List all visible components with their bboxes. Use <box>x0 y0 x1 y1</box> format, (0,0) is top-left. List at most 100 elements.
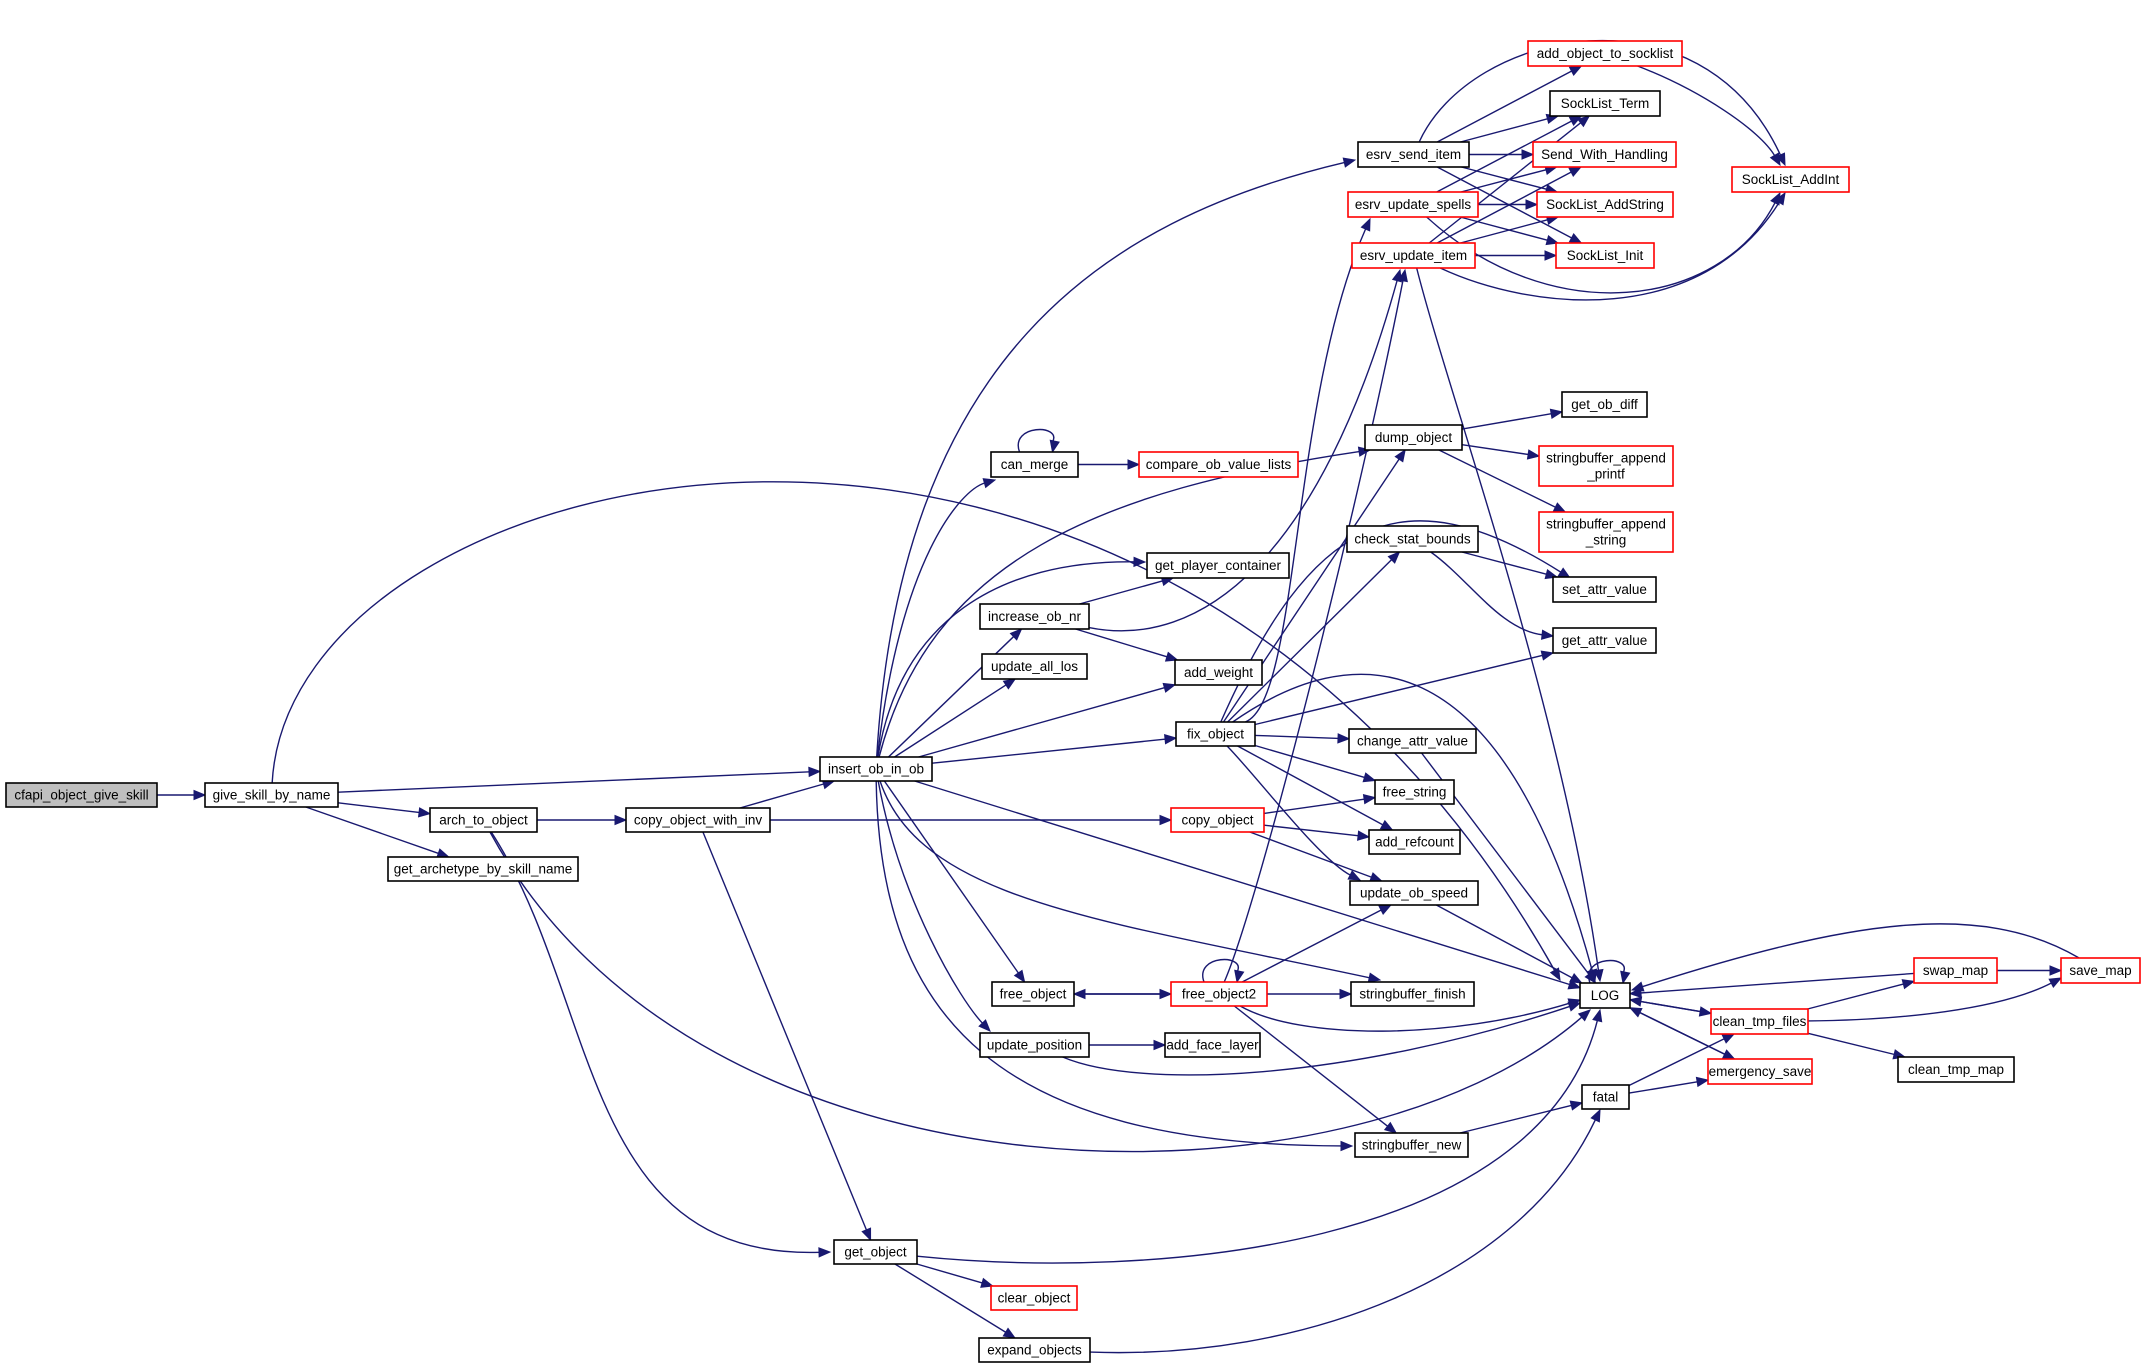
node-stringbuffer-append-string[interactable]: stringbuffer_append_string <box>1538 511 1674 553</box>
node-esrv-update-item[interactable]: esrv_update_item <box>1351 242 1476 269</box>
node-socklist-addstring[interactable]: SockList_AddString <box>1536 191 1674 218</box>
node-box[interactable] <box>387 856 579 882</box>
node-box[interactable] <box>1164 1032 1261 1058</box>
node-box[interactable] <box>1897 1056 2015 1083</box>
node-change-attr-value[interactable]: change_attr_value <box>1348 728 1477 754</box>
node-box[interactable] <box>1707 1058 1813 1085</box>
node-box[interactable] <box>1138 451 1299 478</box>
node-box[interactable] <box>2060 957 2141 984</box>
node-box[interactable] <box>1552 627 1657 654</box>
node-cfapi-object-give-skill[interactable]: cfapi_object_give_skill <box>5 782 158 808</box>
node-box[interactable] <box>1731 166 1850 193</box>
node-box[interactable] <box>1170 981 1268 1007</box>
node-box[interactable] <box>1555 242 1655 269</box>
node-box[interactable] <box>1538 511 1674 553</box>
node-box[interactable] <box>1532 141 1677 168</box>
node-get-object[interactable]: get_object <box>833 1239 918 1265</box>
node-add-face-layer[interactable]: add_face_layer <box>1164 1032 1261 1058</box>
node-insert-ob-in-ob[interactable]: insert_ob_in_ob <box>819 756 933 782</box>
node-stringbuffer-append-printf[interactable]: stringbuffer_append_printf <box>1538 445 1674 487</box>
node-update-position[interactable]: update_position <box>979 1032 1090 1058</box>
node-box[interactable] <box>1351 242 1476 269</box>
node-box[interactable] <box>1364 424 1463 451</box>
node-box[interactable] <box>1349 880 1479 906</box>
node-box[interactable] <box>1710 1008 1809 1035</box>
node-increase-ob-nr[interactable]: increase_ob_nr <box>979 603 1090 630</box>
node-add-refcount[interactable]: add_refcount <box>1368 829 1461 855</box>
node-get-attr-value[interactable]: get_attr_value <box>1552 627 1657 654</box>
node-compare-ob-value-lists[interactable]: compare_ob_value_lists <box>1138 451 1299 478</box>
node-box[interactable] <box>1354 1132 1469 1158</box>
node-box[interactable] <box>978 1337 1091 1363</box>
node-update-ob-speed[interactable]: update_ob_speed <box>1349 880 1479 906</box>
node-box[interactable] <box>1552 576 1657 603</box>
node-box[interactable] <box>1146 552 1290 579</box>
node-give-skill-by-name[interactable]: give_skill_by_name <box>204 782 339 808</box>
node-free-object2[interactable]: free_object2 <box>1170 981 1268 1007</box>
node-box[interactable] <box>819 756 933 782</box>
node-set-attr-value[interactable]: set_attr_value <box>1552 576 1657 603</box>
node-box[interactable] <box>1561 391 1648 418</box>
node-clean-tmp-files[interactable]: clean_tmp_files <box>1710 1008 1809 1035</box>
node-expand-objects[interactable]: expand_objects <box>978 1337 1091 1363</box>
node-esrv-update-spells[interactable]: esrv_update_spells <box>1347 191 1479 218</box>
node-update-all-los[interactable]: update_all_los <box>981 653 1088 680</box>
node-box[interactable] <box>1538 445 1674 487</box>
node-log[interactable]: LOG <box>1579 982 1631 1009</box>
node-box[interactable] <box>1346 525 1479 553</box>
node-send-with-handling[interactable]: Send_With_Handling <box>1532 141 1677 168</box>
node-box[interactable] <box>5 782 158 808</box>
node-socklist-addint[interactable]: SockList_AddInt <box>1731 166 1850 193</box>
node-box[interactable] <box>990 1285 1078 1311</box>
node-box[interactable] <box>625 807 771 833</box>
node-check-stat-bounds[interactable]: check_stat_bounds <box>1346 525 1479 553</box>
node-box[interactable] <box>979 1032 1090 1058</box>
node-socklist-init[interactable]: SockList_Init <box>1555 242 1655 269</box>
node-stringbuffer-finish[interactable]: stringbuffer_finish <box>1350 981 1475 1007</box>
node-can-merge[interactable]: can_merge <box>990 451 1079 478</box>
node-box[interactable] <box>1174 659 1263 686</box>
node-clean-tmp-map[interactable]: clean_tmp_map <box>1897 1056 2015 1083</box>
node-box[interactable] <box>979 603 1090 630</box>
node-copy-object[interactable]: copy_object <box>1170 807 1265 833</box>
node-get-ob-diff[interactable]: get_ob_diff <box>1561 391 1648 418</box>
node-get-player-container[interactable]: get_player_container <box>1146 552 1290 579</box>
node-fatal[interactable]: fatal <box>1581 1084 1630 1110</box>
node-box[interactable] <box>1350 981 1475 1007</box>
node-box[interactable] <box>833 1239 918 1265</box>
node-dump-object[interactable]: dump_object <box>1364 424 1463 451</box>
node-get-archetype-by-skill-name[interactable]: get_archetype_by_skill_name <box>387 856 579 882</box>
node-box[interactable] <box>204 782 339 808</box>
node-esrv-send-item[interactable]: esrv_send_item <box>1357 141 1470 168</box>
node-fix-object[interactable]: fix_object <box>1175 721 1256 747</box>
node-box[interactable] <box>990 451 1079 478</box>
node-save-map[interactable]: save_map <box>2060 957 2141 984</box>
node-swap-map[interactable]: swap_map <box>1913 957 1998 984</box>
node-add-object-to-socklist[interactable]: add_object_to_socklist <box>1527 40 1683 67</box>
node-box[interactable] <box>1170 807 1265 833</box>
node-box[interactable] <box>1581 1084 1630 1110</box>
node-box[interactable] <box>1175 721 1256 747</box>
node-socklist-term[interactable]: SockList_Term <box>1549 90 1661 117</box>
node-box[interactable] <box>1527 40 1683 67</box>
node-box[interactable] <box>1368 829 1461 855</box>
node-arch-to-object[interactable]: arch_to_object <box>429 807 538 833</box>
node-box[interactable] <box>1348 728 1477 754</box>
node-free-object[interactable]: free_object <box>991 981 1075 1007</box>
node-box[interactable] <box>1374 779 1455 805</box>
node-box[interactable] <box>1579 982 1631 1009</box>
node-box[interactable] <box>991 981 1075 1007</box>
node-copy-object-with-inv[interactable]: copy_object_with_inv <box>625 807 771 833</box>
node-box[interactable] <box>981 653 1088 680</box>
node-box[interactable] <box>1913 957 1998 984</box>
node-box[interactable] <box>429 807 538 833</box>
node-box[interactable] <box>1549 90 1661 117</box>
node-box[interactable] <box>1536 191 1674 218</box>
node-free-string[interactable]: free_string <box>1374 779 1455 805</box>
node-box[interactable] <box>1357 141 1470 168</box>
node-add-weight[interactable]: add_weight <box>1174 659 1263 686</box>
node-stringbuffer-new[interactable]: stringbuffer_new <box>1354 1132 1469 1158</box>
node-box[interactable] <box>1347 191 1479 218</box>
node-emergency-save[interactable]: emergency_save <box>1707 1058 1813 1085</box>
node-clear-object[interactable]: clear_object <box>990 1285 1078 1311</box>
